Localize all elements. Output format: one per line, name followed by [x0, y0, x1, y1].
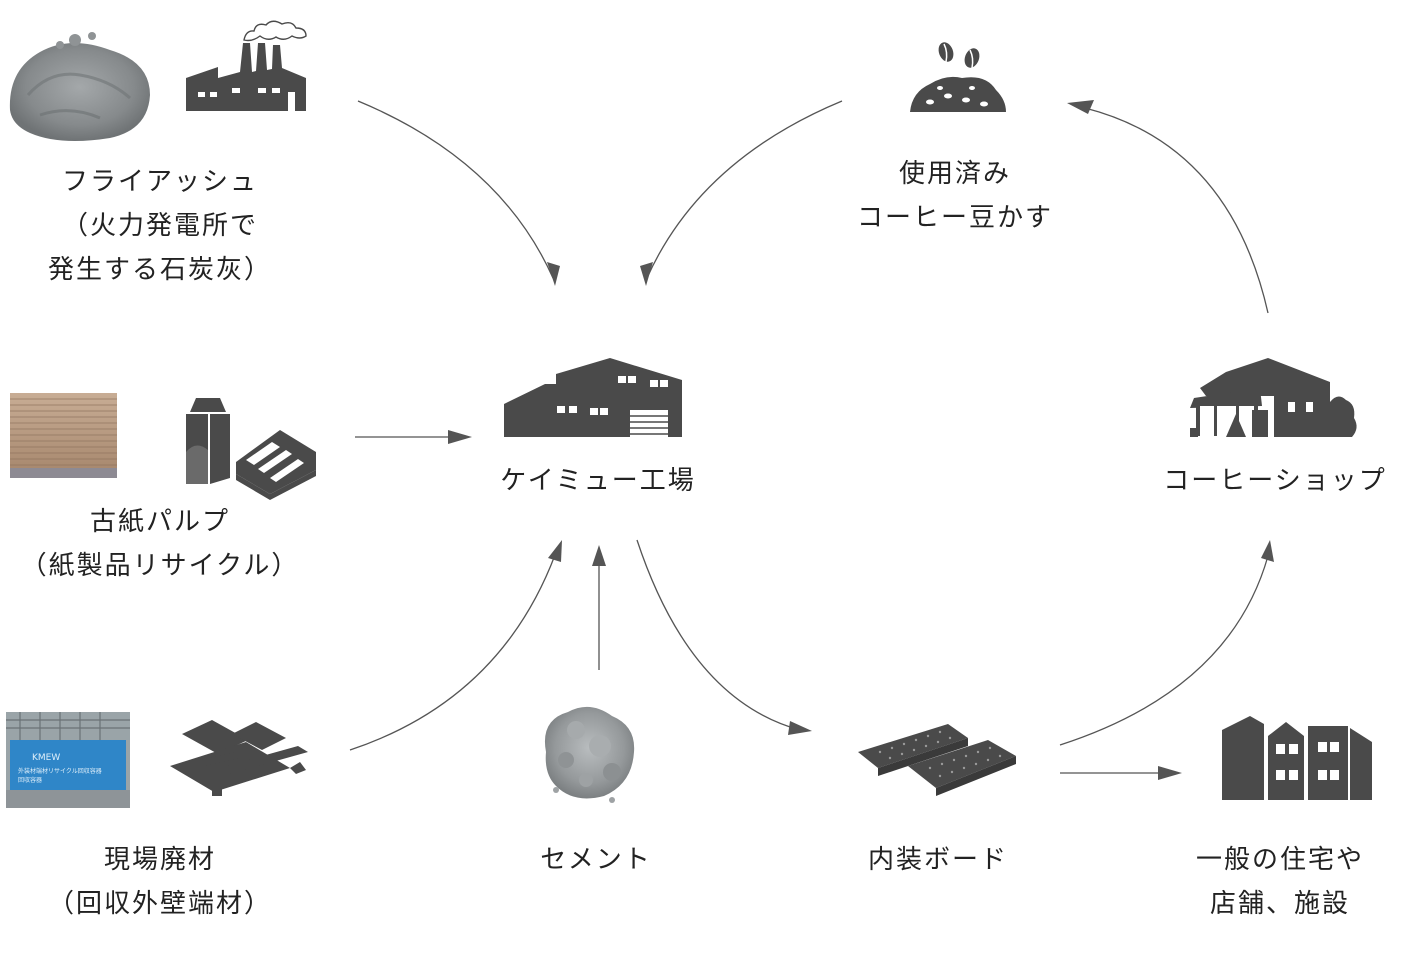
arrow-head-paper: [448, 430, 472, 444]
arrow-grounds-to-factory: [646, 100, 843, 279]
label-cement: セメント: [496, 838, 696, 882]
milk-carton-icon: [186, 398, 230, 484]
arrow-head-board-shop: [1261, 540, 1274, 562]
factory-icon: [504, 358, 682, 437]
label-paper-pulp-line2: （紙製品リサイクル）: [20, 551, 300, 581]
label-houses-line2: 店舗、施設: [1209, 889, 1350, 919]
interior-board-icon: [858, 724, 1016, 796]
arrow-shop-to-grounds: [1084, 107, 1269, 314]
arrow-head-flyash: [547, 262, 560, 286]
arrow-head-waste: [548, 540, 562, 562]
arrow-flyash-to-factory: [357, 100, 554, 279]
arrow-head-cement: [592, 545, 606, 566]
cement-powder-photo: [544, 706, 635, 803]
arrow-waste-to-factory: [349, 554, 556, 751]
label-cement-line1: セメント: [540, 845, 652, 875]
cardboard-stack-photo: [10, 393, 117, 478]
label-paper-pulp-line1: 古紙パルプ: [89, 507, 230, 537]
label-board-line1: 内装ボード: [867, 845, 1008, 875]
label-board: 内装ボード: [838, 838, 1038, 882]
label-houses-line1: 一般の住宅や: [1195, 845, 1364, 875]
power-plant-icon: [186, 20, 307, 111]
label-site-waste-line2: （回収外壁端材）: [47, 889, 272, 919]
label-coffee-shop-line1: コーヒーショップ: [1163, 466, 1387, 496]
arrow-head-shop-grounds: [1067, 100, 1094, 114]
coffee-shop-icon: [1190, 358, 1357, 437]
container-line2: 回収容器: [18, 776, 42, 784]
houses-icon: [1222, 716, 1372, 800]
label-houses: 一般の住宅や 店舗、施設: [1160, 838, 1400, 926]
label-fly-ash-line1: フライアッシュ: [61, 167, 258, 197]
label-coffee-grounds-line2: コーヒー豆かす: [856, 203, 1053, 233]
label-coffee-grounds-line1: 使用済み: [898, 159, 1011, 189]
label-factory: ケイミュー工場: [478, 459, 718, 503]
label-paper-pulp: 古紙パルプ （紙製品リサイクル）: [10, 500, 310, 588]
ash-pile-photo: [9, 32, 150, 142]
arrows: [349, 100, 1274, 780]
newspaper-icon: [236, 430, 316, 500]
label-site-waste-line1: 現場廃材: [103, 845, 216, 875]
container-line1: 外装材端材リサイクル回収容器: [18, 767, 102, 775]
waste-container-photo: KMEW 外装材端材リサイクル回収容器 回収容器: [6, 712, 130, 808]
label-factory-line1: ケイミュー工場: [500, 466, 696, 496]
label-coffee-shop: コーヒーショップ: [1150, 459, 1400, 503]
label-fly-ash-line2: （火力発電所で: [61, 211, 258, 241]
arrow-factory-to-board: [636, 539, 801, 731]
coffee-grounds-icon: [910, 42, 1006, 112]
label-fly-ash: フライアッシュ （火力発電所で 発生する石炭灰）: [20, 160, 300, 292]
label-site-waste: 現場廃材 （回収外壁端材）: [10, 838, 310, 926]
container-brand: KMEW: [32, 753, 60, 763]
arrow-board-to-shop: [1059, 555, 1269, 746]
arrow-head-factory-board: [788, 721, 812, 735]
label-fly-ash-line3: 発生する石炭灰）: [47, 255, 272, 285]
label-coffee-grounds: 使用済み コーヒー豆かす: [840, 152, 1070, 240]
arrow-head-grounds: [640, 262, 653, 286]
board-scraps-icon: [170, 720, 308, 796]
arrow-head-board-houses: [1158, 766, 1182, 780]
